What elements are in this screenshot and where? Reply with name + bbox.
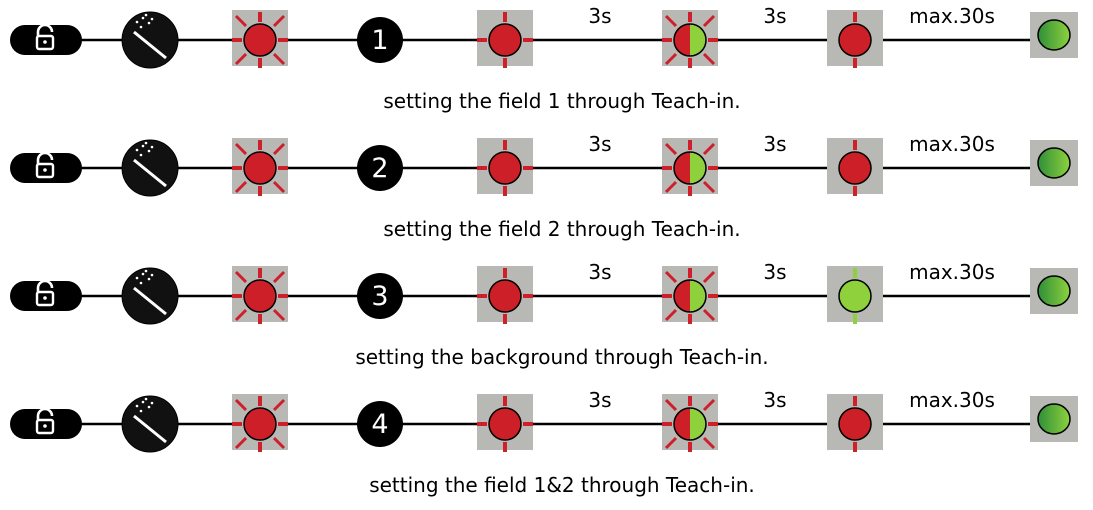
row-caption: setting the field 1&2 through Teach-in.	[369, 473, 755, 497]
led-ray-icon	[477, 396, 533, 452]
led-green-final	[1030, 12, 1078, 58]
led-red-blinking	[243, 151, 277, 185]
teach-wand-icon	[121, 139, 179, 197]
blink-ray-icon	[664, 270, 716, 322]
duration-label: 3s	[588, 132, 611, 156]
led-ray-icon	[232, 396, 288, 452]
blink-ray-icon	[664, 142, 716, 194]
step-number-badge: 3	[357, 273, 403, 319]
unlock-key-icon	[10, 407, 82, 439]
teach-in-row: 1 3s 3s max.30s setting the field 1 through …	[10, 4, 1078, 113]
duration-label: 3s	[588, 4, 611, 28]
led-green	[838, 279, 872, 313]
duration-label: max.30s	[909, 4, 995, 28]
led-red-green	[673, 23, 707, 57]
blink-ray-icon	[234, 14, 286, 66]
blink-ray-icon	[664, 398, 716, 450]
teach-in-row: 2 3s 3s max.30s setting the field 2 through …	[10, 132, 1078, 241]
step-number-badge: 2	[357, 145, 403, 191]
duration-label: max.30s	[909, 132, 995, 156]
duration-label: 3s	[763, 132, 786, 156]
blink-ray-icon	[664, 14, 716, 66]
led-red-green	[673, 407, 707, 441]
led-ray-icon	[232, 268, 288, 324]
led-ray-icon	[232, 140, 288, 196]
led-ray-icon	[662, 396, 718, 452]
led-ray-icon	[477, 12, 533, 68]
row-caption: setting the field 2 through Teach-in.	[383, 217, 740, 241]
row-caption: setting the background through Teach-in.	[355, 345, 768, 369]
teach-in-row: 4 3s 3s max.30s setting the field 1&2 throug…	[10, 388, 1078, 497]
teach-wand-icon	[121, 11, 179, 69]
led-ray-icon	[477, 140, 533, 196]
duration-label: 3s	[763, 4, 786, 28]
led-ray-icon	[662, 12, 718, 68]
led-red	[488, 279, 522, 313]
led-red-blinking	[243, 23, 277, 57]
led-ray-icon	[662, 268, 718, 324]
led-red	[838, 23, 872, 57]
led-red	[488, 151, 522, 185]
unlock-key-icon	[10, 151, 82, 183]
duration-label: max.30s	[909, 388, 995, 412]
teach-wand-icon	[121, 395, 179, 453]
duration-label: 3s	[588, 388, 611, 412]
duration-label: 3s	[588, 260, 611, 284]
duration-label: max.30s	[909, 260, 995, 284]
led-red	[838, 151, 872, 185]
unlock-key-icon	[10, 23, 82, 55]
blink-ray-icon	[234, 270, 286, 322]
duration-label: 3s	[763, 260, 786, 284]
step-number: 3	[371, 281, 388, 312]
row-caption: setting the field 1 through Teach-in.	[383, 89, 740, 113]
led-red-blinking	[243, 407, 277, 441]
led-red	[488, 23, 522, 57]
led-ray-icon	[477, 268, 533, 324]
led-green-final	[1030, 268, 1078, 314]
led-red-green	[673, 151, 707, 185]
step-number: 2	[371, 153, 388, 184]
led-green-final	[1030, 140, 1078, 186]
led-red-green	[673, 279, 707, 313]
unlock-key-icon	[10, 279, 82, 311]
led-red	[838, 407, 872, 441]
led-green-final	[1030, 396, 1078, 442]
led-ray-icon	[662, 140, 718, 196]
led-ray-icon	[232, 12, 288, 68]
blink-ray-icon	[234, 142, 286, 194]
led-red	[488, 407, 522, 441]
duration-label: 3s	[763, 388, 786, 412]
step-number: 1	[371, 25, 388, 56]
teach-in-row: 3 3s 3s max.30s setting the background throu…	[10, 260, 1078, 369]
blink-ray-icon	[234, 398, 286, 450]
step-number-badge: 4	[357, 401, 403, 447]
teach-wand-icon	[121, 267, 179, 325]
step-number: 4	[371, 409, 388, 440]
step-number-badge: 1	[357, 17, 403, 63]
led-red-blinking	[243, 279, 277, 313]
